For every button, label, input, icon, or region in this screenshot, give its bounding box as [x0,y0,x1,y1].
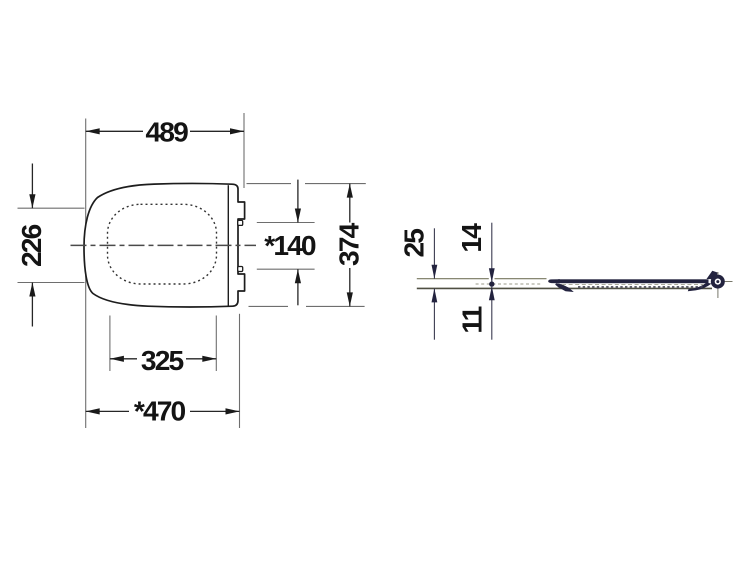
svg-text:226: 226 [15,224,47,267]
svg-text:25: 25 [398,229,430,258]
svg-text:374: 374 [333,222,365,266]
svg-text:325: 325 [141,344,184,376]
svg-text:14: 14 [455,223,487,253]
svg-text:*470: *470 [134,394,186,426]
svg-text:*140: *140 [264,229,316,261]
svg-text:11: 11 [456,306,488,333]
svg-text:489: 489 [146,116,189,148]
